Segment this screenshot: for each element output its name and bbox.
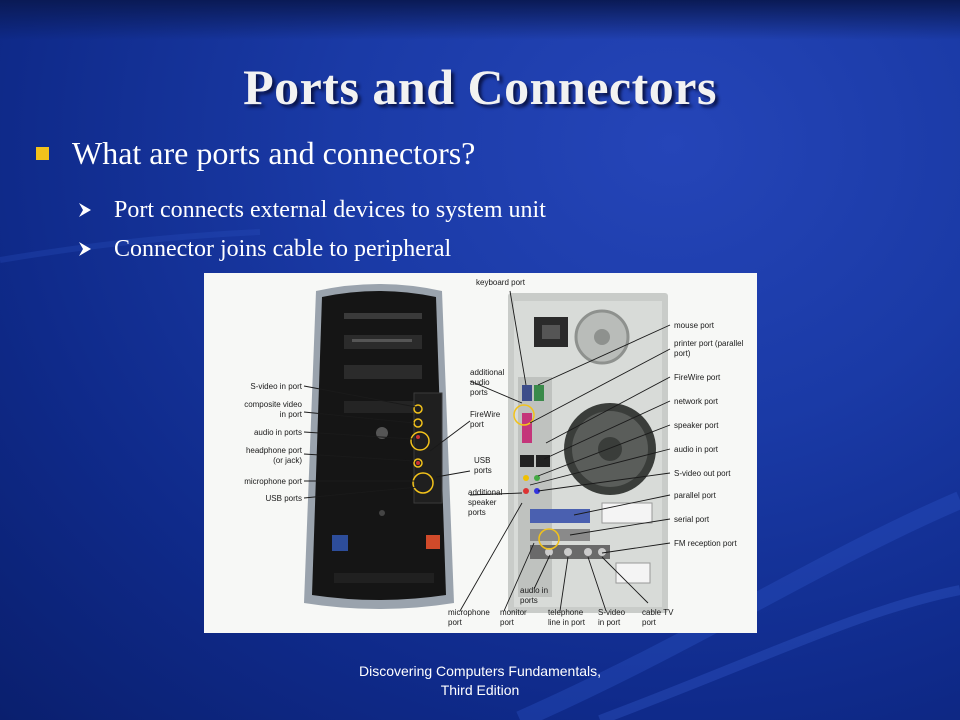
label-svideo-out-port: S-video out port [674, 469, 731, 478]
main-bullet-text: What are ports and connectors? [72, 135, 476, 171]
square-bullet-icon [36, 147, 49, 160]
label-mouse-port: mouse port [674, 321, 715, 330]
label-additional-audio: additional [470, 368, 504, 377]
label-svideo-in-port-bottom: in port [598, 618, 621, 627]
label-parallel-port: parallel port [674, 491, 717, 500]
label-usb-ports: USB ports [266, 494, 302, 503]
label-headphone-port: (or jack) [273, 456, 302, 465]
front-tower-illustration [304, 284, 454, 609]
arrow-bullet-icon [79, 203, 91, 217]
label-svideo-in-port-bottom: S-video [598, 608, 626, 617]
label-cable-tv-port: port [642, 618, 657, 627]
label-microphone-port: microphone port [244, 477, 303, 486]
label-firewire-port: FireWire port [674, 373, 721, 382]
label-printer-port: port) [674, 349, 691, 358]
label-speaker-port: speaker port [674, 421, 719, 430]
footer-line: Discovering Computers Fundamentals, [359, 663, 601, 679]
footer-line: Third Edition [440, 682, 520, 698]
label-additional-audio: ports [470, 388, 488, 397]
back-tower-illustration [508, 293, 668, 613]
label-microphone-port-bottom: port [448, 618, 463, 627]
label-additional-speaker: additional [468, 488, 502, 497]
label-microphone-port-bottom: microphone [448, 608, 490, 617]
label-svideo-in-port: S-video in port [250, 382, 302, 391]
label-additional-speaker: speaker [468, 498, 497, 507]
sub-bullet-text: Port connects external devices to system… [114, 197, 546, 223]
label-audio-in-port: audio in port [674, 445, 719, 454]
label-monitor-port: monitor [500, 608, 527, 617]
arrow-bullet-icon [79, 242, 91, 256]
label-network-port: network port [674, 397, 719, 406]
label-usb: USB [474, 456, 490, 465]
label-monitor-port: port [500, 618, 515, 627]
label-firewire: FireWire [470, 410, 501, 419]
slide-title: Ports and Connectors [243, 59, 717, 115]
label-telephone-line-in-port: telephone [548, 608, 584, 617]
label-usb: ports [474, 466, 492, 475]
label-printer-port: printer port (parallel [674, 339, 744, 348]
label-additional-audio: audio [470, 378, 490, 387]
label-keyboard-port: keyboard port [476, 278, 526, 287]
label-additional-speaker: ports [468, 508, 486, 517]
label-audio-in-ports: audio in ports [254, 428, 302, 437]
computer-ports-figure: S-video in port composite video in port … [204, 273, 757, 633]
label-audio-in-ports-bottom: audio in [520, 586, 548, 595]
label-audio-in-ports-bottom: ports [520, 596, 538, 605]
label-composite-video: in port [280, 410, 303, 419]
label-fm-reception-port: FM reception port [674, 539, 737, 548]
label-composite-video: composite video [244, 400, 302, 409]
slide-footer: Discovering Computers Fundamentals, Thir… [320, 662, 640, 700]
sub-bullet-text: Connector joins cable to peripheral [114, 236, 452, 262]
label-headphone-port: headphone port [246, 446, 303, 455]
label-serial-port: serial port [674, 515, 710, 524]
label-cable-tv-port: cable TV [642, 608, 674, 617]
label-firewire: port [470, 420, 485, 429]
label-telephone-line-in-port: line in port [548, 618, 586, 627]
